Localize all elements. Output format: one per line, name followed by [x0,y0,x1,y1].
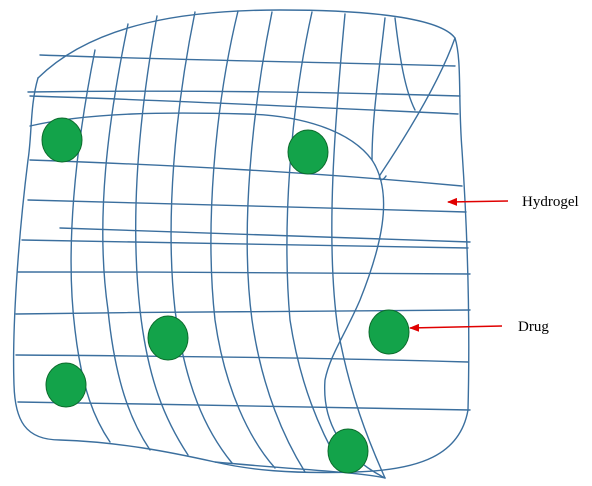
hydrogel-fold [378,37,456,181]
strand-v5 [210,10,276,469]
hydrogel-inner-boundary [12,77,386,479]
strand-h8 [17,271,471,275]
strand-h3 [29,95,459,115]
strand-v1 [70,49,111,443]
annotation-arrows [409,197,509,332]
strand-h2 [27,90,461,97]
drug-particle [45,362,87,408]
hydrogel-outer-boundary [37,9,470,474]
strand-v9 [371,17,386,161]
hydrogel-label: Hydrogel [522,194,579,210]
drug-particle [41,117,83,163]
drug-particle [368,309,410,355]
hydrogel-arrow [447,197,509,206]
strand-h9 [15,309,471,315]
strand-h10 [15,354,469,363]
drug-particle [147,315,189,361]
strand-h7 [21,239,469,249]
strand-v4 [170,11,233,464]
hydrogel-inner-loop [29,112,386,479]
drug-particles [41,117,410,474]
drug-particle [287,129,329,175]
strand-v8 [331,13,386,479]
strand-v10 [394,17,416,111]
strand-v3 [134,15,189,456]
drug-label: Drug [518,319,549,335]
drug-arrow [409,323,503,332]
hydrogel-mesh [12,9,471,479]
strand-h1 [39,54,456,67]
strand-h5 [27,199,467,213]
strand-h6 [59,227,471,243]
strand-h4 [29,159,463,187]
drug-particle [327,428,369,474]
strand-v7 [286,11,341,466]
strand-v6 [246,11,306,473]
strand-v2 [102,23,151,451]
strand-h11 [17,401,471,411]
